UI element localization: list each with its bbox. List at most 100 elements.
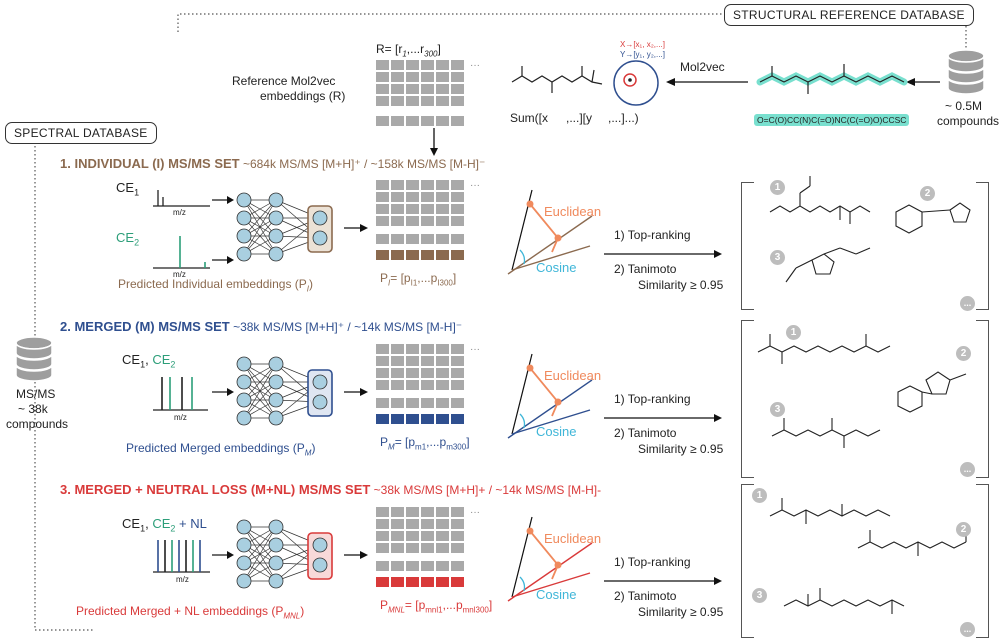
embedding-cell [421, 192, 434, 202]
embedding-cell [406, 356, 419, 366]
section-2-ce: CE1, CE2 [122, 352, 176, 370]
section-2-formula: PM= [pm1,...pm300] [380, 435, 470, 452]
section-1-step2: 2) Tanimoto [614, 262, 677, 276]
section-2-step2: 2) Tanimoto [614, 426, 677, 440]
candidate-badge-3-2: 2 [956, 522, 971, 537]
results-bracket-3-right [976, 484, 989, 638]
section-1-predicted-row [376, 250, 464, 260]
embedding-cell [436, 356, 449, 366]
section-2-mz: m/z [174, 413, 187, 422]
embedding-cell [391, 216, 404, 226]
ref-cell [376, 96, 389, 106]
embedding-cell [451, 531, 464, 541]
ref-cell [406, 96, 419, 106]
embedding-cell [376, 368, 389, 378]
embedding-cell [421, 543, 434, 553]
section-1-caption: Predicted Individual embeddings (PI) [118, 277, 314, 294]
ref-cell [406, 60, 419, 70]
ref-cell [451, 60, 464, 70]
section-3-caption: Predicted Merged + NL embeddings (PMNL) [76, 604, 305, 621]
embedding-cell [421, 204, 434, 214]
embedding-cell [421, 356, 434, 366]
ref-cell [451, 72, 464, 82]
ref-cell [376, 72, 389, 82]
embedding-cell [451, 344, 464, 354]
embedding-cell [391, 507, 404, 517]
more-indicator-1: ... [960, 296, 975, 311]
ref-cell [436, 84, 449, 94]
smiles-string: O=C(O)CC(N)C(=O)NC(C(=O)O)CCSC [754, 114, 910, 126]
embedding-cell [376, 507, 389, 517]
embedding-cell [376, 519, 389, 529]
embedding-cell [421, 531, 434, 541]
ref-embeddings-title: Reference Mol2vec [232, 74, 336, 88]
embedding-cell [436, 368, 449, 378]
section-2-grey-row [376, 398, 464, 408]
embedding-cell [451, 216, 464, 226]
embedding-cell [451, 192, 464, 202]
section-1-ellipsis: ··· [470, 180, 480, 191]
embedding-cell [376, 192, 389, 202]
embedding-cell [376, 180, 389, 190]
section-1-cosine-label: Cosine [536, 260, 577, 275]
candidate-badge-2-3: 3 [770, 402, 785, 417]
embedding-cell [406, 192, 419, 202]
embedding-cell [406, 344, 419, 354]
embedding-cell [436, 204, 449, 214]
embedding-cell [451, 204, 464, 214]
ref-embeddings-title-2: embeddings (R) [260, 89, 346, 103]
section-3-title: 3. MERGED + NEUTRAL LOSS (M+NL) MS/MS SE… [60, 482, 602, 497]
embedding-cell [451, 380, 464, 390]
section-3-grey-row [376, 561, 464, 571]
section-1-formula: PI= [pI1,...pI300] [380, 271, 457, 288]
embedding-cell [406, 216, 419, 226]
section-1-ce2: CE2 [116, 230, 140, 248]
embedding-cell [421, 368, 434, 378]
section-1-mz-2: m/z [173, 270, 186, 279]
embedding-cell [406, 543, 419, 553]
ref-cell [436, 60, 449, 70]
embedding-cell [376, 531, 389, 541]
embedding-cell [421, 344, 434, 354]
embedding-cell [391, 356, 404, 366]
embedding-cell [391, 380, 404, 390]
embedding-cell [376, 380, 389, 390]
embedding-cell [436, 380, 449, 390]
sum-formula: Sum([x [510, 111, 549, 125]
embedding-cell [391, 180, 404, 190]
embedding-cell [436, 180, 449, 190]
ref-cell [406, 84, 419, 94]
embedding-cell [421, 380, 434, 390]
embedding-cell [451, 543, 464, 553]
embedding-cell [421, 507, 434, 517]
ref-cell [436, 72, 449, 82]
embedding-cell [406, 507, 419, 517]
embedding-cell [391, 344, 404, 354]
compounds-count: ~ 0.5M [945, 99, 983, 113]
candidate-badge-1-1: 1 [770, 180, 785, 195]
ref-cell [451, 96, 464, 106]
ref-cell [451, 84, 464, 94]
embedding-cell [451, 356, 464, 366]
candidate-badge-3-1: 1 [752, 488, 767, 503]
ref-cell [391, 96, 404, 106]
section-2-ellipsis: ··· [470, 344, 480, 355]
section-3-step2: 2) Tanimoto [614, 589, 677, 603]
results-bracket-2 [741, 320, 754, 478]
section-3-step3: Similarity ≥ 0.95 [638, 605, 724, 619]
section-2-step1: 1) Top-ranking [614, 392, 691, 406]
ref-cell [391, 60, 404, 70]
embedding-cell [436, 519, 449, 529]
spectral-db-label: SPECTRAL DATABASE [5, 122, 157, 144]
results-bracket-2-right [976, 320, 989, 478]
embedding-cell [406, 519, 419, 529]
embedding-cell [391, 368, 404, 378]
msms-count: ~ 38k [18, 402, 48, 416]
ref-embedding-row [376, 116, 464, 126]
